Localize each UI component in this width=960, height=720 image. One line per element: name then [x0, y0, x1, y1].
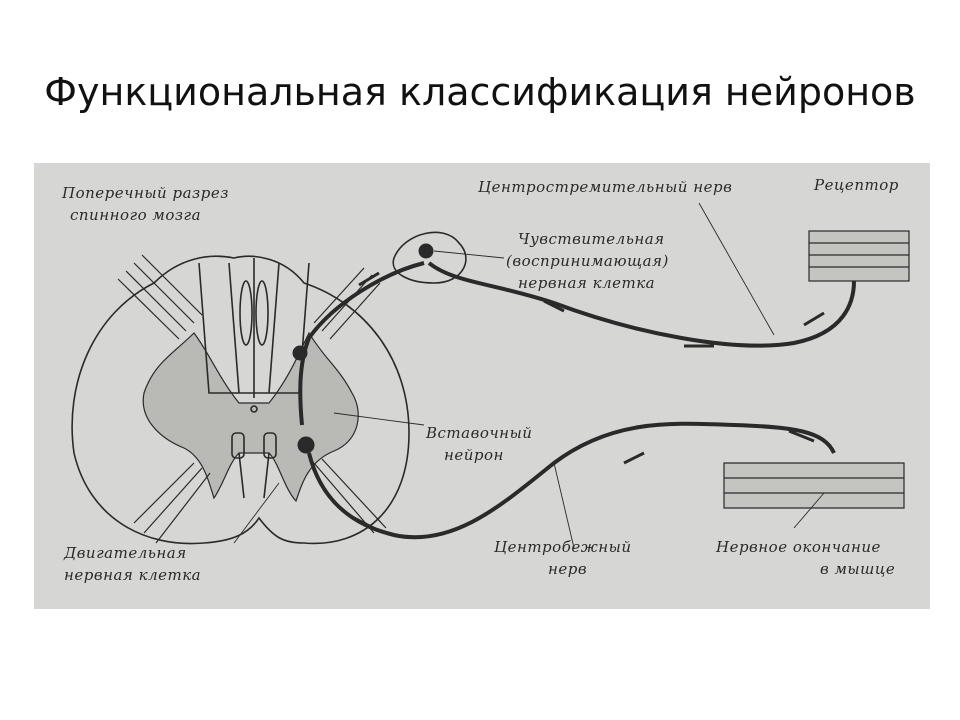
ventral-root-right: [313, 458, 387, 534]
spinal-cord-outline: [71, 255, 410, 545]
arrow-efferent-3: [788, 429, 815, 443]
label-sensory-3: нервная клетка: [518, 274, 656, 292]
receptor: [808, 230, 910, 282]
muscle-with-nerve-ending: [723, 462, 905, 509]
label-cross-section-1: Поперечный разрез: [62, 184, 229, 202]
reflex-arc-diagram: Поперечный разрез спинного мозга Центрос…: [34, 163, 930, 609]
label-afferent-nerve: Центростремительный нерв: [478, 178, 733, 196]
label-interneuron-2: нейрон: [444, 446, 504, 464]
grey-matter: [142, 331, 359, 503]
diagram-drawing: [71, 202, 910, 549]
sensory-neuron-body: [418, 243, 434, 259]
label-receptor: Рецептор: [814, 176, 899, 194]
central-canal: [250, 405, 258, 413]
label-motor-2: нервная клетка: [64, 566, 202, 584]
label-efferent-1: Центробежный: [494, 538, 632, 556]
leader-lines: [233, 202, 825, 549]
motor-neuron-body: [297, 436, 315, 454]
label-sensory-2: (воспринимающая): [506, 252, 669, 270]
label-interneuron-1: Вставочный: [426, 424, 533, 442]
arrow-afferent-1: [803, 311, 825, 327]
label-efferent-2: нерв: [548, 560, 588, 578]
ventral-root-left: [133, 462, 211, 544]
dorsal-root-left: [117, 254, 203, 340]
label-sensory-1: Чувствительная: [518, 230, 665, 248]
arrow-efferent-1: [353, 516, 380, 533]
label-ending-1: Нервное окончание: [716, 538, 881, 556]
label-ending-2: в мышце: [820, 560, 896, 578]
afferent-nerve: [427, 261, 856, 348]
spinal-ganglion: [392, 231, 467, 284]
sensory-axon-in: [298, 261, 425, 426]
arrow-afferent-4: [358, 271, 380, 287]
arrow-efferent-2: [623, 451, 645, 465]
slide-title: Функциональная классификация нейронов: [44, 70, 916, 114]
label-cross-section-2: спинного мозга: [70, 206, 202, 224]
interneuron-body: [292, 345, 308, 361]
arrow-afferent-3: [543, 299, 565, 313]
label-motor-1: Двигательная: [64, 544, 187, 562]
